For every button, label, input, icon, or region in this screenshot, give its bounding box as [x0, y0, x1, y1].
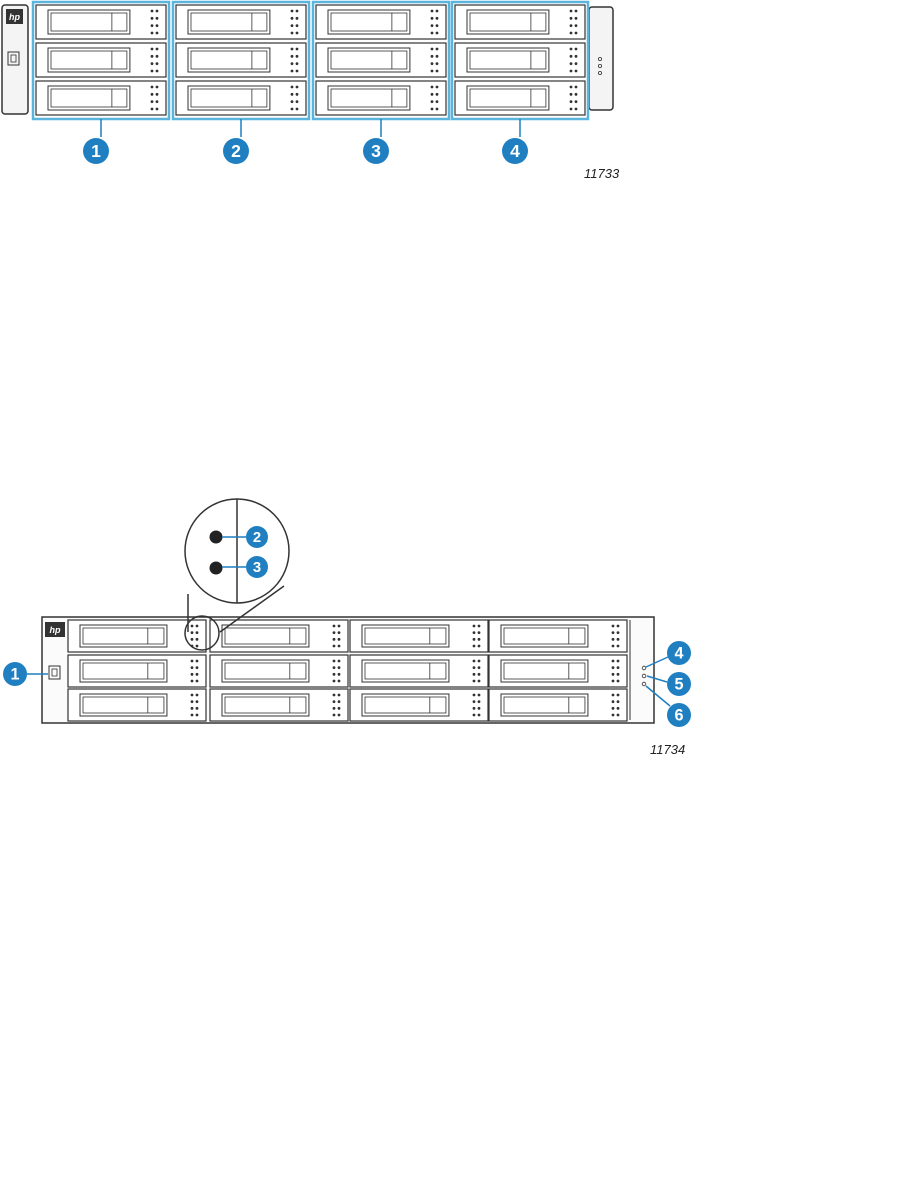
- table-row: [0, 821, 921, 976]
- callout-label: 6: [674, 706, 683, 724]
- callout-label: 3: [371, 141, 381, 161]
- drive-carrier: [316, 5, 446, 39]
- drive-column: [313, 2, 449, 137]
- callout-label: 1: [91, 141, 101, 161]
- drive-column: [452, 2, 588, 137]
- table-row: [0, 377, 921, 412]
- table-2: [0, 788, 921, 1186]
- callout-6: 6: [667, 703, 691, 727]
- drive-carrier: [176, 43, 306, 77]
- figure-1-enclosure-drive-columns: hp 11733 1 2 3 4: [0, 0, 923, 195]
- table-1: [0, 213, 921, 412]
- right-ear: [589, 7, 613, 110]
- callout-label: 4: [510, 141, 520, 161]
- svg-text:hp: hp: [50, 625, 61, 635]
- callout-4: 4: [667, 641, 691, 665]
- drive-carrier: [316, 43, 446, 77]
- table-row: [0, 304, 921, 340]
- drive-carrier: [455, 81, 585, 115]
- drive-carrier: [350, 620, 488, 652]
- table-row: [0, 340, 921, 377]
- callout-label: 5: [674, 675, 683, 693]
- callout-4: 4: [502, 138, 528, 164]
- drive-carrier: [68, 655, 206, 687]
- drive-led-upper: [210, 531, 223, 544]
- callout-3: 3: [363, 138, 389, 164]
- drive-carrier: [489, 689, 627, 721]
- callout-1: 1: [3, 662, 27, 686]
- figure-2-enclosure-leds: hp 11734 1 2 3 4 5 6: [0, 490, 923, 770]
- drive-carrier: [176, 5, 306, 39]
- drive-carrier: [489, 655, 627, 687]
- table-row: [0, 976, 921, 1106]
- drive-carrier: [350, 655, 488, 687]
- drive-column: [173, 2, 309, 137]
- callout-label: 1: [10, 665, 19, 683]
- table-row: [0, 246, 921, 304]
- drive-carrier: [36, 5, 166, 39]
- drive-carrier: [350, 689, 488, 721]
- callout-3: 3: [246, 556, 268, 578]
- drive-carrier: [210, 689, 348, 721]
- figure-2-id: 11734: [650, 742, 685, 757]
- callout-2: 2: [223, 138, 249, 164]
- table-1-header-row: [0, 213, 921, 246]
- callout-label: 2: [253, 530, 261, 546]
- drive-carrier: [176, 81, 306, 115]
- drive-carrier: [36, 43, 166, 77]
- callout-label: 4: [674, 644, 683, 662]
- callout-2: 2: [246, 526, 268, 548]
- drive-carrier: [489, 620, 627, 652]
- drive-carrier: [455, 43, 585, 77]
- drive-carrier: [68, 689, 206, 721]
- table-row: [0, 1106, 921, 1186]
- drive-carrier: [210, 655, 348, 687]
- drive-column: [33, 2, 169, 137]
- callout-label: 3: [253, 560, 261, 576]
- callout-5: 5: [667, 672, 691, 696]
- svg-text:hp: hp: [9, 12, 20, 22]
- drive-led-lower: [210, 562, 223, 575]
- drive-carrier: [455, 5, 585, 39]
- drive-bays: [68, 620, 627, 721]
- figure-1-id: 11733: [584, 166, 620, 181]
- drive-carrier: [36, 81, 166, 115]
- drive-carrier: [316, 81, 446, 115]
- left-ear: hp: [2, 5, 28, 114]
- table-2-header-row: [0, 788, 921, 821]
- drive-columns: [33, 2, 588, 137]
- callout-1: 1: [83, 138, 109, 164]
- callout-label: 2: [231, 141, 241, 161]
